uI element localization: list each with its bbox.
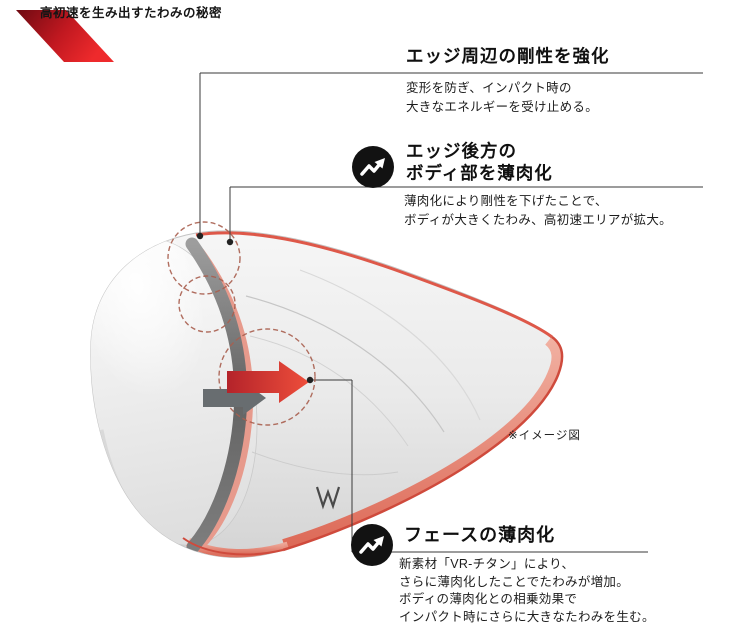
callout-body-thinning-body: 薄肉化により剛性を下げたことで、 ボディが大きくたわみ、高初速エリアが拡大。 (404, 194, 672, 227)
callout3-anchor-dot (306, 376, 314, 384)
page-title: 高初速を生み出すたわみの秘密 (40, 6, 223, 20)
callout2-anchor-dot (226, 238, 234, 246)
edge-red-rim-top (195, 231, 553, 339)
thinned-body-band (282, 335, 563, 551)
edge-focus-circle-2 (178, 275, 236, 333)
red-banner-shape (16, 10, 114, 62)
face-wall-crescent (185, 237, 248, 554)
callout-face-thinning-heading: フェースの薄肉化 (404, 525, 556, 545)
callout2-leader-line (229, 186, 703, 240)
face-flex-focus-circle (218, 328, 316, 426)
callout1-leader-line (199, 72, 703, 234)
edge-focus-circle-1 (167, 221, 241, 295)
callout-edge-rigidity-heading: エッジ周辺の剛性を強化 (406, 46, 610, 66)
image-disclaimer-note: ※イメージ図 (508, 430, 581, 442)
callout-face-thinning-body: 新素材「VR-チタン」により、 さらに薄肉化したことでたわみが増加。 ボディの薄… (399, 557, 655, 624)
dashed-focus-circles (167, 221, 316, 426)
flex-zigzag-arrow-icon (351, 524, 393, 566)
red-flex-arrow (227, 361, 309, 403)
callout-edge-rigidity-body: 変形を防ぎ、インパクト時の 大きなエネルギーを受け止める。 (406, 81, 599, 114)
flex-zigzag-arrow-icon (352, 146, 394, 188)
callout-body-thinning-heading: エッジ後方の ボディ部を薄肉化 (406, 141, 553, 183)
callout3-leader-line (310, 379, 648, 553)
callout1-anchor-dot (196, 232, 204, 240)
sole-weight-mark (315, 486, 341, 510)
